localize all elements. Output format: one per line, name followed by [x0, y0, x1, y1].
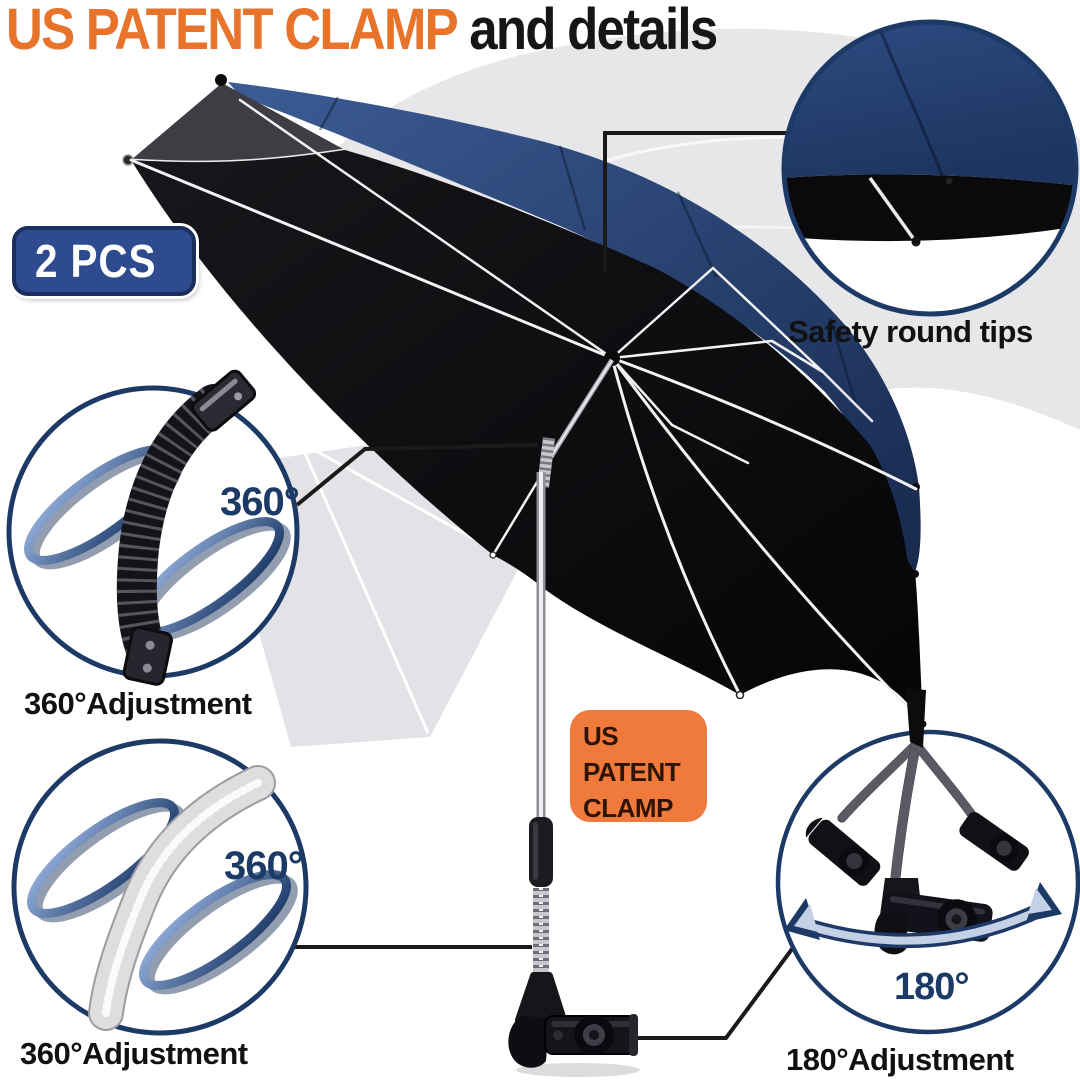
patent-badge-line: CLAMP	[583, 793, 673, 823]
upper-joint-caption: 360°Adjustment	[24, 686, 252, 721]
foam-grip	[529, 817, 553, 887]
callout-line-upper-joint	[295, 443, 539, 507]
patent-clamp-badge: US PATENT CLAMP	[570, 710, 707, 823]
callout-circle-safety-tip	[781, 19, 1079, 317]
patent-badge-line: PATENT	[583, 757, 681, 787]
umbrella-tip-overlap	[906, 688, 926, 748]
canopy-apex-panel	[131, 83, 345, 163]
clamp-assembly	[508, 817, 640, 1077]
canopy-seams	[318, 96, 858, 406]
ghost-rib	[298, 441, 430, 734]
quantity-badge-label: 2 PCS	[35, 235, 157, 287]
canopy-top-navy	[228, 82, 921, 572]
callout-line-clamp	[638, 943, 797, 1040]
edge-round-tip	[911, 570, 919, 578]
patent-badge-line: US	[583, 721, 619, 751]
main-umbrella	[122, 74, 927, 728]
clamp-rotation-degree-label: 180°	[894, 966, 970, 1008]
clamp-head-left	[805, 817, 881, 886]
safety-round-tip-detail	[911, 237, 921, 247]
lower-joint-degree-label: 360°	[224, 844, 304, 888]
clamp-neck	[515, 972, 567, 1024]
rotation-swirl-icon	[27, 798, 298, 995]
clamp-head-right	[959, 812, 1029, 871]
clamp-shadow	[516, 1063, 640, 1077]
rib-safety-tip	[735, 690, 745, 700]
flexible-arm-black	[116, 369, 257, 686]
rotation-arrow-icon	[784, 882, 1062, 949]
callout-circle-clamp-rotation	[775, 688, 1080, 1035]
callout-line-safety	[603, 131, 789, 272]
title-highlight: US PATENT CLAMP	[6, 0, 459, 62]
safety-tips-label: Safety round tips	[788, 314, 1033, 349]
clamp-rotation-caption: 180°Adjustment	[786, 1042, 1014, 1077]
apex-ferrule-tip	[215, 74, 227, 86]
canopy-underside-black	[131, 150, 923, 725]
flexible-coil-silver	[88, 765, 276, 1031]
clamp-jaw	[508, 1016, 549, 1068]
callout-lines	[294, 131, 797, 1040]
title-rest: and details	[469, 0, 718, 62]
callout-circle-upper-joint	[6, 369, 300, 686]
canopy-lit-edge	[130, 148, 346, 164]
upper-joint-degree-label: 360°	[220, 480, 300, 524]
umbrella-pole	[536, 358, 615, 820]
lower-joint-caption: 360°Adjustment	[20, 1036, 248, 1071]
callout-circle-lower-joint	[11, 738, 309, 1036]
quantity-badge: 2 PCS	[12, 226, 196, 296]
rib-safety-tip	[489, 551, 497, 559]
